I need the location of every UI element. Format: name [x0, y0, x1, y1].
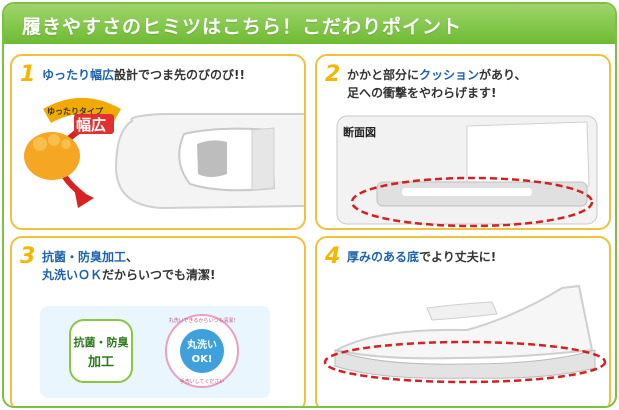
point-text: 設計でつま先のびのび!! — [114, 68, 245, 82]
point-heading: ゆったり幅広設計でつま先のびのび!! — [42, 66, 245, 84]
cross-section-illustration: 断面図 — [336, 115, 598, 228]
badge2-ring-bottom: 手洗いしてください — [180, 378, 225, 385]
point-panel-4: 4 厚みのある底でより丈夫に! — [315, 236, 611, 406]
point-panel-2: 2 かかと部分にクッションがあり、 足への衝撃をやわらげます! 断面図 — [315, 54, 611, 230]
point-number: 2 — [325, 62, 341, 87]
point-line2: 丸洗いＯＫだからいつでも清潔! — [42, 266, 216, 283]
badge-large-text: 幅広 — [76, 116, 106, 134]
banner-title: 履きやすさのヒミツはこちら！こだわりポイント — [22, 16, 463, 38]
point-highlight: クッション — [419, 68, 480, 82]
badge1-line1: 抗菌・防臭 — [74, 335, 129, 349]
badge2-ring-top: 丸洗いできるからいつも清潔! — [169, 317, 236, 324]
badge2-center-2: OK! — [192, 354, 213, 365]
point-highlight: 厚みのある底 — [347, 250, 420, 264]
point-text: だからいつでも清潔! — [102, 268, 216, 282]
wide-toe-illustration: ゆったりタイプ 幅広 — [24, 98, 304, 210]
point-heading: 厚みのある底でより丈夫に! — [347, 248, 496, 266]
point-panel-3: 3 抗菌・防臭加工、 丸洗いＯＫだからいつでも清潔! 抗菌・防臭 加工 丸洗い … — [10, 236, 306, 406]
point-text: 、 — [126, 250, 139, 264]
section-label: 断面図 — [343, 125, 376, 139]
point-highlight: 丸洗いＯＫ — [42, 268, 103, 282]
point-number: 4 — [325, 244, 341, 269]
point-heading: かかと部分にクッションがあり、 — [347, 66, 527, 84]
point-heading: 抗菌・防臭加工、 — [42, 248, 138, 266]
point-number: 1 — [20, 62, 36, 87]
point-highlight: 抗菌・防臭加工 — [42, 250, 127, 264]
point-panel-1: 1 ゆったり幅広設計でつま先のびのび!! ゆったりタイプ 幅広 — [10, 54, 306, 230]
point-text: があり、 — [479, 68, 527, 82]
badge2-center-1: 丸洗い — [186, 338, 217, 351]
point-text: でより丈夫に! — [419, 250, 497, 264]
point-number: 3 — [20, 244, 36, 269]
point-line2: 足への衝撃をやわらげます! — [347, 86, 497, 100]
point-highlight: ゆったり幅広 — [42, 68, 115, 82]
banner: 履きやすさのヒミツはこちら！こだわりポイント — [4, 4, 615, 44]
point-text: かかと部分に — [347, 68, 420, 82]
badge1-line2: 加工 — [87, 355, 114, 370]
thick-sole-illustration — [323, 284, 607, 384]
badge-small-text: ゆったりタイプ — [47, 106, 104, 116]
badges-illustration: 抗菌・防臭 加工 丸洗い OK! 丸洗いできるからいつも清潔! 手洗いしてくださ… — [40, 306, 270, 398]
